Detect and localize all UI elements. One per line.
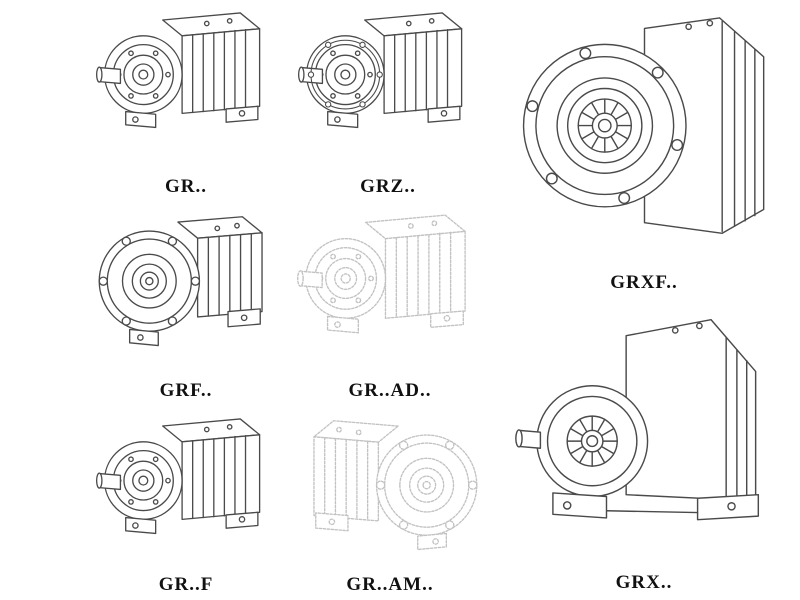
gearbox-drawing-grad — [297, 214, 466, 334]
gearbox-drawing-gram — [313, 420, 478, 551]
product-cell-grx: GRX.. — [498, 300, 790, 598]
model-label-gr: GR.. — [165, 176, 207, 197]
gearbox-drawing-grx — [515, 318, 760, 521]
model-label-grz: GRZ.. — [360, 176, 416, 197]
product-cell-gr: GR.. — [88, 4, 284, 202]
gearbox-drawing-grz — [297, 12, 462, 129]
gearbox-drawing-grxf — [522, 17, 764, 234]
product-cell-grad: GR..AD.. — [290, 206, 490, 406]
gearbox-drawing-grf — [98, 216, 263, 347]
product-cell-grz: GRZ.. — [292, 4, 484, 202]
model-label-grad: GR..AD.. — [348, 380, 432, 401]
model-label-grff: GR..F — [158, 574, 214, 595]
product-cell-gram: GR..AM.. — [290, 410, 490, 600]
bolt-ring-holes — [307, 41, 383, 108]
gearbox-drawing-grff — [95, 418, 260, 535]
gearbox-drawing-gr — [95, 12, 260, 129]
product-cell-grff: GR..F — [88, 410, 284, 600]
model-label-grf: GRF.. — [159, 380, 213, 401]
product-cell-grxf: GRXF.. — [498, 2, 790, 298]
model-label-gram: GR..AM.. — [346, 574, 434, 595]
model-label-grxf: GRXF.. — [610, 272, 678, 293]
product-cell-grf: GRF.. — [88, 206, 284, 406]
model-label-grx: GRX.. — [615, 572, 673, 593]
